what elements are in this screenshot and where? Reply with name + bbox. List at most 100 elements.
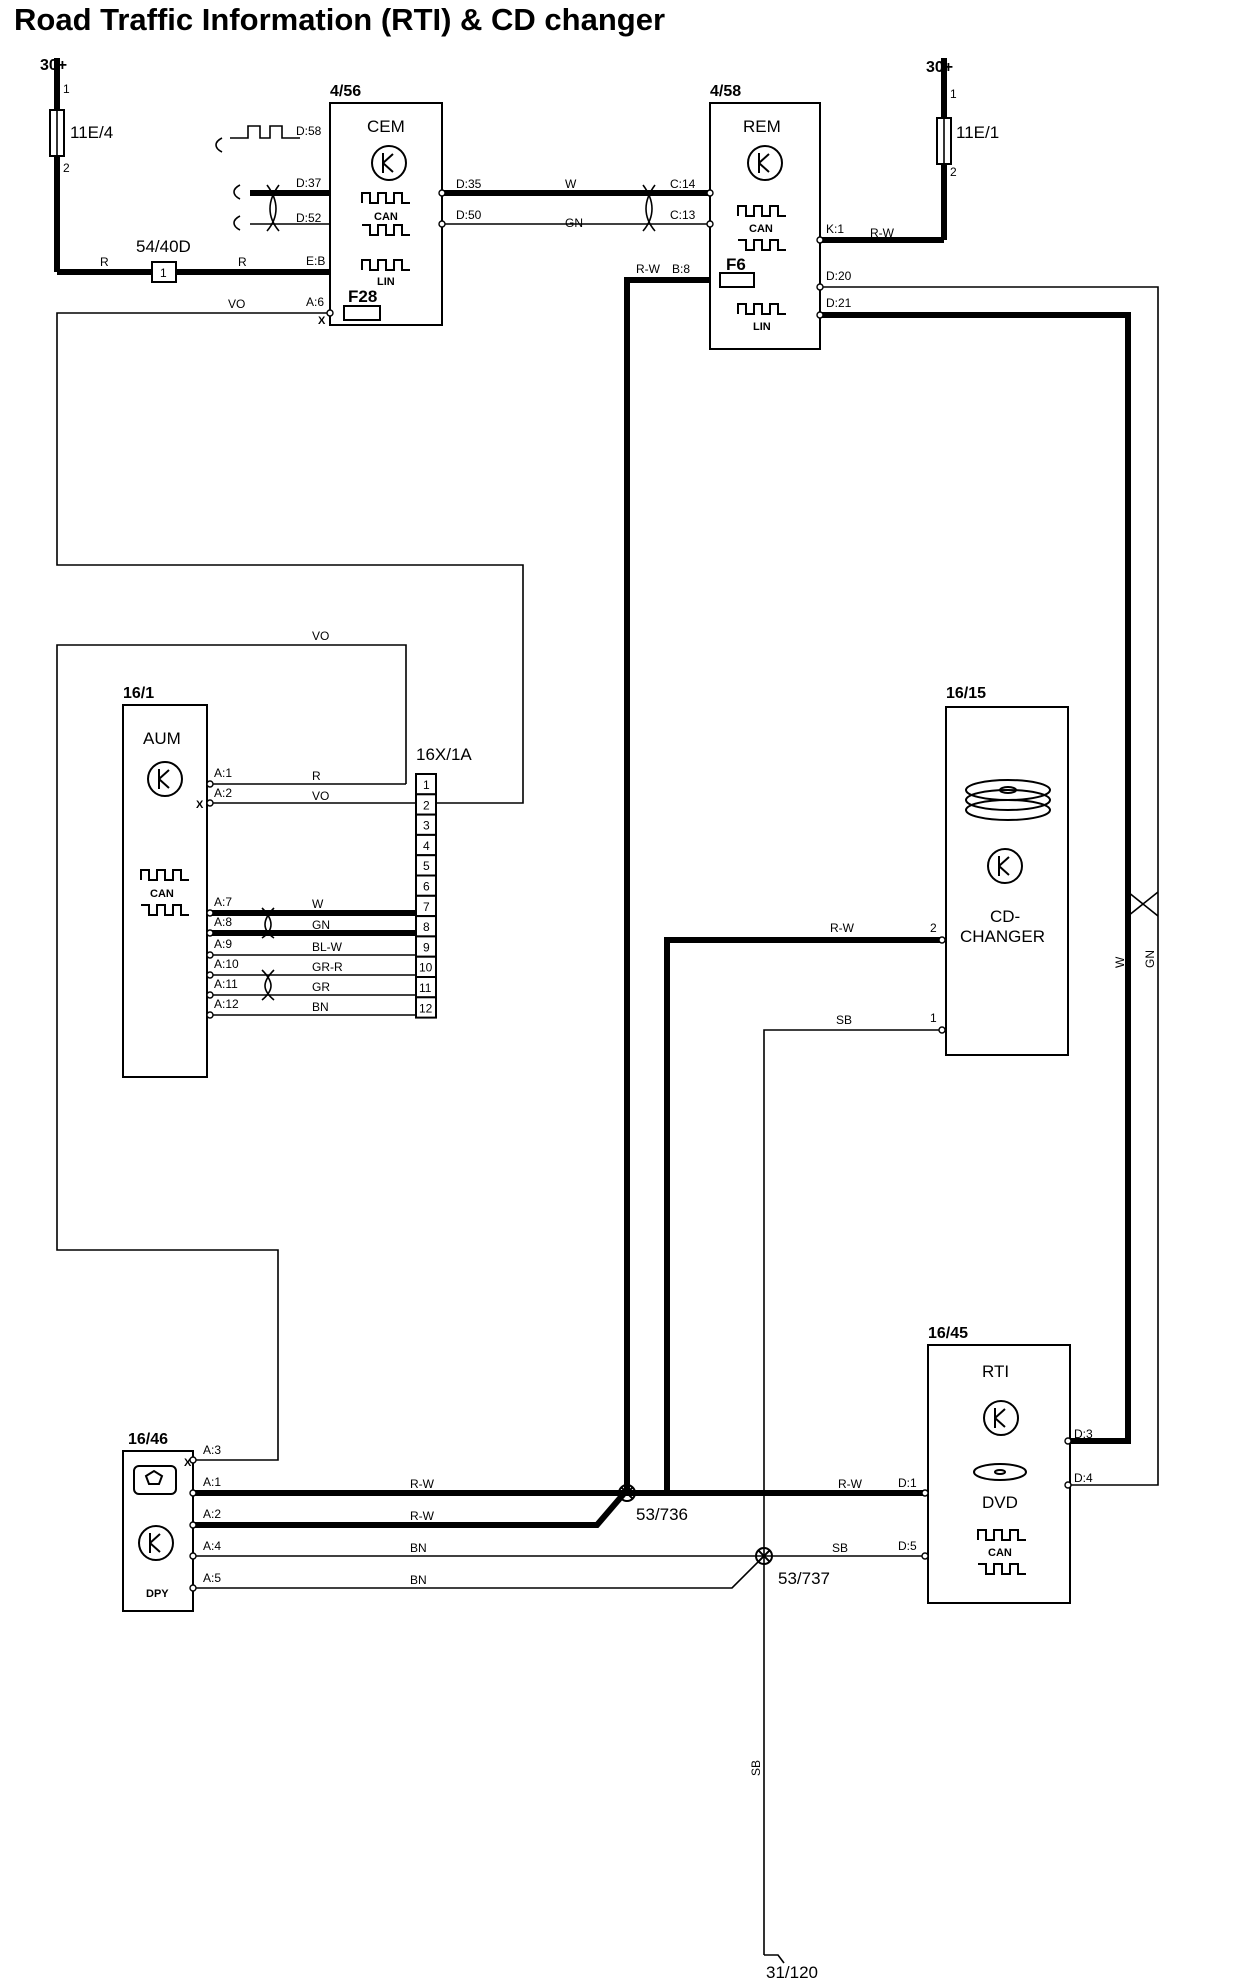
fuse-11e4-pin2: 2 [63,161,70,175]
can-signal-icon: CAN [737,205,786,251]
connector-16x-pin-number: 6 [423,880,430,894]
cem-pin-d50: D:50 [456,208,482,222]
rem-id: 4/58 [710,83,741,100]
rem-pin-b8: B:8 [672,262,690,276]
wire-label-w: W [565,177,577,191]
cd-changer-pin1: 1 [930,1011,937,1025]
aum-pin-a7: A:7 [214,895,232,909]
cem-pin-eb: E:B [306,254,325,268]
wire-label-gr: GR [312,980,330,994]
transistor-icon [371,145,407,181]
fuse-f6: F6 [719,255,755,288]
connector-54-pin: 1 [160,266,167,280]
fuse-f28-label: F28 [348,287,377,306]
wire-label-rw: R-W [870,226,895,240]
splice-53-736: 53/736 [618,1484,688,1524]
cd-changer-module: 16/15 CD- CHANGER 2 1 R-W SB [830,685,1069,1056]
wire-label-bn: BN [410,1573,427,1587]
supply-label-left: 30+ [40,57,67,74]
x-mark: X [196,799,204,811]
fuse-11e4: 11E/4 1 2 30+ [40,57,113,175]
rti-pin-d3: D:3 [1074,1427,1093,1441]
rem-lin-label: LIN [753,321,771,333]
connector-16x-label: 16X/1A [416,745,472,764]
twisted-pair-marks [215,125,1159,1001]
pin-terminals [189,189,1072,1592]
fuse-f6-label: F6 [726,255,746,274]
can-signal-icon: CAN [977,1529,1026,1575]
cem-lin-label: LIN [377,276,395,288]
fuse-11e4-label: 11E/4 [70,123,113,142]
rem-module: 4/58 REM CAN LIN C:14 C:13 B:8 K:1 D:20 … [636,83,895,350]
transistor-icon [147,761,183,797]
wire-label-rw: R-W [410,1509,435,1523]
dpy-pin-a5: A:5 [203,1571,221,1585]
dpy-pin-a2: A:2 [203,1507,221,1521]
display-icon [133,1465,177,1495]
rti-module: 16/45 RTI DVD CAN D:3 D:4 D:1 D:5 R-W SB [832,1325,1093,1604]
aum-pin-a9: A:9 [214,937,232,951]
aum-pin-a10: A:10 [214,957,239,971]
wire-label-r: R [238,255,247,269]
wire-label-rw: R-W [410,1477,435,1491]
cem-pin-d58: D:58 [296,124,322,138]
aum-module: 16/1 AUM CAN A:1 A:2 A:7 A:8 A:9 A:10 A:… [122,685,239,1078]
aum-name: AUM [143,729,181,748]
disc-stack-icon [965,779,1051,821]
transistor-icon [983,1400,1019,1436]
connector-16x-pin-number: 1 [423,778,430,792]
cem-pin-d52: D:52 [296,211,322,225]
aum-pin-a12: A:12 [214,997,239,1011]
wire-label-vo: VO [312,789,329,803]
aum-pin-a8: A:8 [214,915,232,929]
aum-can-label: CAN [150,888,174,900]
connector-16x-pin-number: 10 [419,961,433,975]
fuse-11e4-pin1: 1 [63,82,70,96]
connector-16x-pin-number: 12 [419,1001,433,1015]
rti-name: RTI [982,1362,1009,1381]
wire-label-w: W [312,897,324,911]
connector-16x-pin-number: 11 [419,981,432,995]
can-signal-icon: CAN [361,192,410,236]
rem-pin-c14: C:14 [670,177,696,191]
wires [54,58,1159,1964]
cem-pin-d35: D:35 [456,177,482,191]
rti-pin-d5: D:5 [898,1539,917,1553]
cd-changer-pin2: 2 [930,921,937,935]
connector-16x-pin-number: 4 [423,839,430,853]
aum-id: 16/1 [123,685,154,702]
connector-16x-pin-number: 2 [423,798,430,812]
connector-54-label: 54/40D [136,237,191,256]
fuse-f28: F28 [343,287,381,321]
page-title: Road Traffic Information (RTI) & CD chan… [14,2,666,37]
cd-changer-name-2: CHANGER [960,927,1045,946]
cd-changer-name-1: CD- [990,907,1020,926]
wire-label-rw: R-W [838,1477,863,1491]
transistor-icon [138,1525,174,1561]
rem-name: REM [743,117,781,136]
cem-pin-d37: D:37 [296,176,322,190]
splice-736-label: 53/736 [636,1505,688,1524]
x-mark: X [184,1457,192,1469]
dpy-pin-a1: A:1 [203,1475,221,1489]
lin-signal-icon: LIN [737,303,786,333]
wire-label-rw: R-W [636,262,661,276]
can-signal-icon: CAN [140,869,189,916]
fuse-11e1-label: 11E/1 [956,123,999,142]
dpy-pin-a4: A:4 [203,1539,221,1553]
cem-name: CEM [367,117,405,136]
wire-label-gn: GN [312,918,330,932]
aum-pin-a1: A:1 [214,766,232,780]
fuse-11e1-pin1: 1 [950,87,957,101]
cem-id: 4/56 [330,83,361,100]
dpy-name: DPY [146,1588,169,1600]
connector-54-40d: 1 54/40D R R [100,237,247,283]
connector-16x-pin-number: 7 [423,900,430,914]
aum-pin-a2: A:2 [214,786,232,800]
aum-pin-a11: A:11 [214,977,238,991]
splice-737-label: 53/737 [778,1569,830,1588]
rti-can-label: CAN [988,1547,1012,1559]
wire-label-vo: VO [228,297,245,311]
disc-icon [973,1463,1027,1481]
